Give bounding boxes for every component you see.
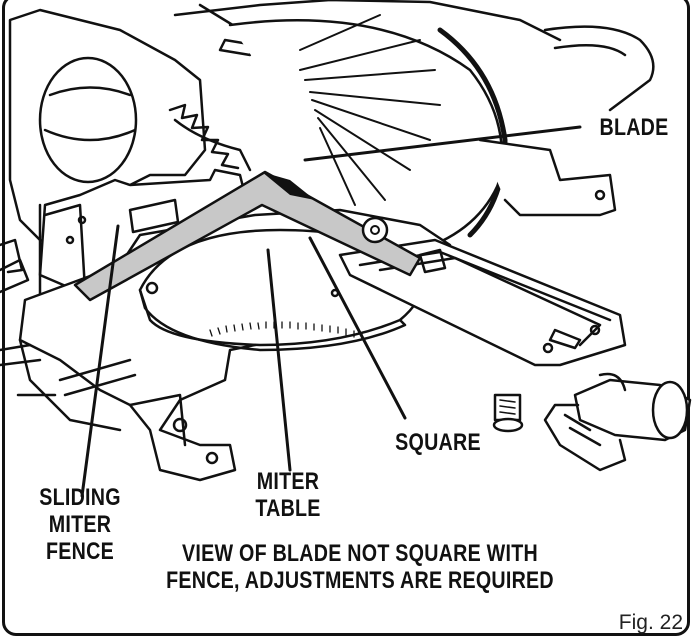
arbor-bolt (361, 216, 389, 244)
label-blade: BLADE (599, 114, 669, 141)
label-miter-table: MITER TABLE (255, 468, 321, 522)
guard-spokes (299, 14, 441, 206)
label-square: SQUARE (395, 429, 481, 456)
motor-cap (38, 56, 138, 184)
leader-miter-table (266, 248, 292, 472)
rear-base (478, 138, 617, 217)
label-sliding-miter-fence: SLIDING MITER FENCE (39, 484, 121, 565)
lower-guard (228, 19, 504, 252)
leader-fence (80, 224, 120, 498)
upper-guard (173, 0, 562, 42)
leader-blade (303, 125, 582, 162)
slide-rod (0, 258, 30, 294)
saw-handle (543, 25, 655, 112)
figure-number: Fig. 22 (618, 611, 683, 634)
leader-square (308, 236, 407, 420)
blade-teeth (168, 103, 240, 170)
caption: VIEW OF BLADE NOT SQUARE WITH FENCE, ADJ… (166, 540, 554, 594)
